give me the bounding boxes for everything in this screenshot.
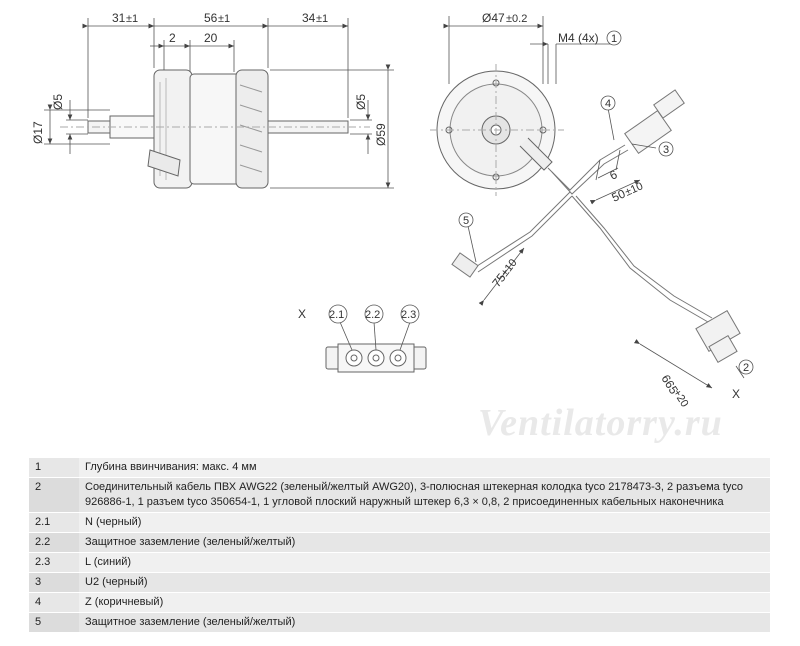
motor-front-view [430, 64, 564, 196]
legend-row: 3 U2 (черный) [29, 572, 770, 593]
pin-2-2-label: 2.2 [365, 309, 380, 321]
dim-56-tol: ±1 [218, 13, 230, 25]
dim-56: 56 [204, 11, 218, 25]
dim-20: 20 [204, 31, 218, 45]
side-dimension-labels: 31 ±1 56 ±1 34 ±1 2 20 Ø17 Ø5 Ø5 Ø59 [31, 11, 388, 146]
dim-2: 2 [169, 31, 176, 45]
callout-3: 3 [663, 144, 669, 156]
legend-row: 2.1 N (черный) [29, 512, 770, 533]
legend-text: Соединительный кабель ПВХ AWG22 (зеленый… [79, 477, 770, 513]
legend-row: 2 Соединительный кабель ПВХ AWG22 (зелен… [29, 477, 770, 513]
dim-m4: M4 (4x) [558, 31, 599, 45]
dim-6: 6 [608, 167, 620, 183]
legend-row: 2.3 L (синий) [29, 552, 770, 573]
legend-text: N (черный) [79, 512, 770, 533]
dim-665-tol: +20 [670, 387, 690, 409]
legend-text: L (синий) [79, 552, 770, 573]
watermark: Ventilatorry.ru [478, 402, 723, 444]
connector-x-label: X [298, 307, 306, 321]
legend-text: Защитное заземление (зеленый/желтый) [79, 612, 770, 633]
legend-num: 2.2 [29, 532, 79, 553]
legend-text: U2 (черный) [79, 572, 770, 593]
dim-d47-tol: ±0.2 [506, 13, 527, 25]
dim-d17: Ø17 [31, 121, 45, 144]
dim-34-tol: ±1 [316, 13, 328, 25]
callouts [458, 30, 754, 375]
legend-num: 1 [29, 458, 79, 478]
dim-d59: Ø59 [374, 123, 388, 146]
legend-text: Защитное заземление (зеленый/желтый) [79, 532, 770, 553]
callout-1: 1 [611, 33, 617, 45]
front-dimension-labels: Ø47 ±0.2 M4 (4x) 1 2 3 4 5 6 50 ±10 75 ±… [463, 11, 749, 409]
legend-num: 4 [29, 592, 79, 613]
legend-row: 2.2 Защитное заземление (зеленый/желтый) [29, 532, 770, 553]
legend-num: 3 [29, 572, 79, 593]
dim-d5-left: Ø5 [51, 94, 65, 110]
pin-2-1-label: 2.1 [329, 309, 344, 321]
dim-50-tol: ±10 [623, 180, 645, 198]
legend-row: 4 Z (коричневый) [29, 592, 770, 613]
dim-d47: Ø47 [482, 11, 505, 25]
callout-5: 5 [463, 215, 469, 227]
legend-row: 5 Защитное заземление (зеленый/желтый) [29, 612, 770, 633]
callout-4: 4 [605, 98, 611, 110]
legend-num: 5 [29, 612, 79, 633]
legend-table: 1 Глубина ввинчивания: макс. 4 мм 2 Соед… [29, 458, 770, 633]
side-dimension-lines [44, 18, 394, 189]
dim-34: 34 [302, 11, 316, 25]
callout-2: 2 [743, 362, 749, 374]
motor-side-view [60, 69, 370, 189]
dim-d5-right: Ø5 [354, 94, 368, 110]
legend-num: 2.1 [29, 512, 79, 533]
legend-text: Z (коричневый) [79, 592, 770, 613]
front-dimension-lines [443, 16, 745, 389]
pin-2-3-label: 2.3 [401, 309, 416, 321]
dim-31-tol: ±1 [126, 13, 138, 25]
dim-50: 50 [610, 186, 628, 204]
legend-text: Глубина ввинчивания: макс. 4 мм [79, 458, 770, 478]
connector-labels: X 2.1 2.2 2.3 [298, 307, 416, 321]
legend-num: 2.3 [29, 552, 79, 573]
technical-drawing: 31 ±1 56 ±1 34 ±1 2 20 Ø17 Ø5 Ø5 Ø59 [31, 11, 754, 409]
legend-num: 2 [29, 477, 79, 513]
legend-row: 1 Глубина ввинчивания: макс. 4 мм [29, 458, 770, 478]
connector-view [325, 304, 427, 373]
view-x-marker: X [732, 387, 740, 401]
dim-31: 31 [112, 11, 126, 25]
